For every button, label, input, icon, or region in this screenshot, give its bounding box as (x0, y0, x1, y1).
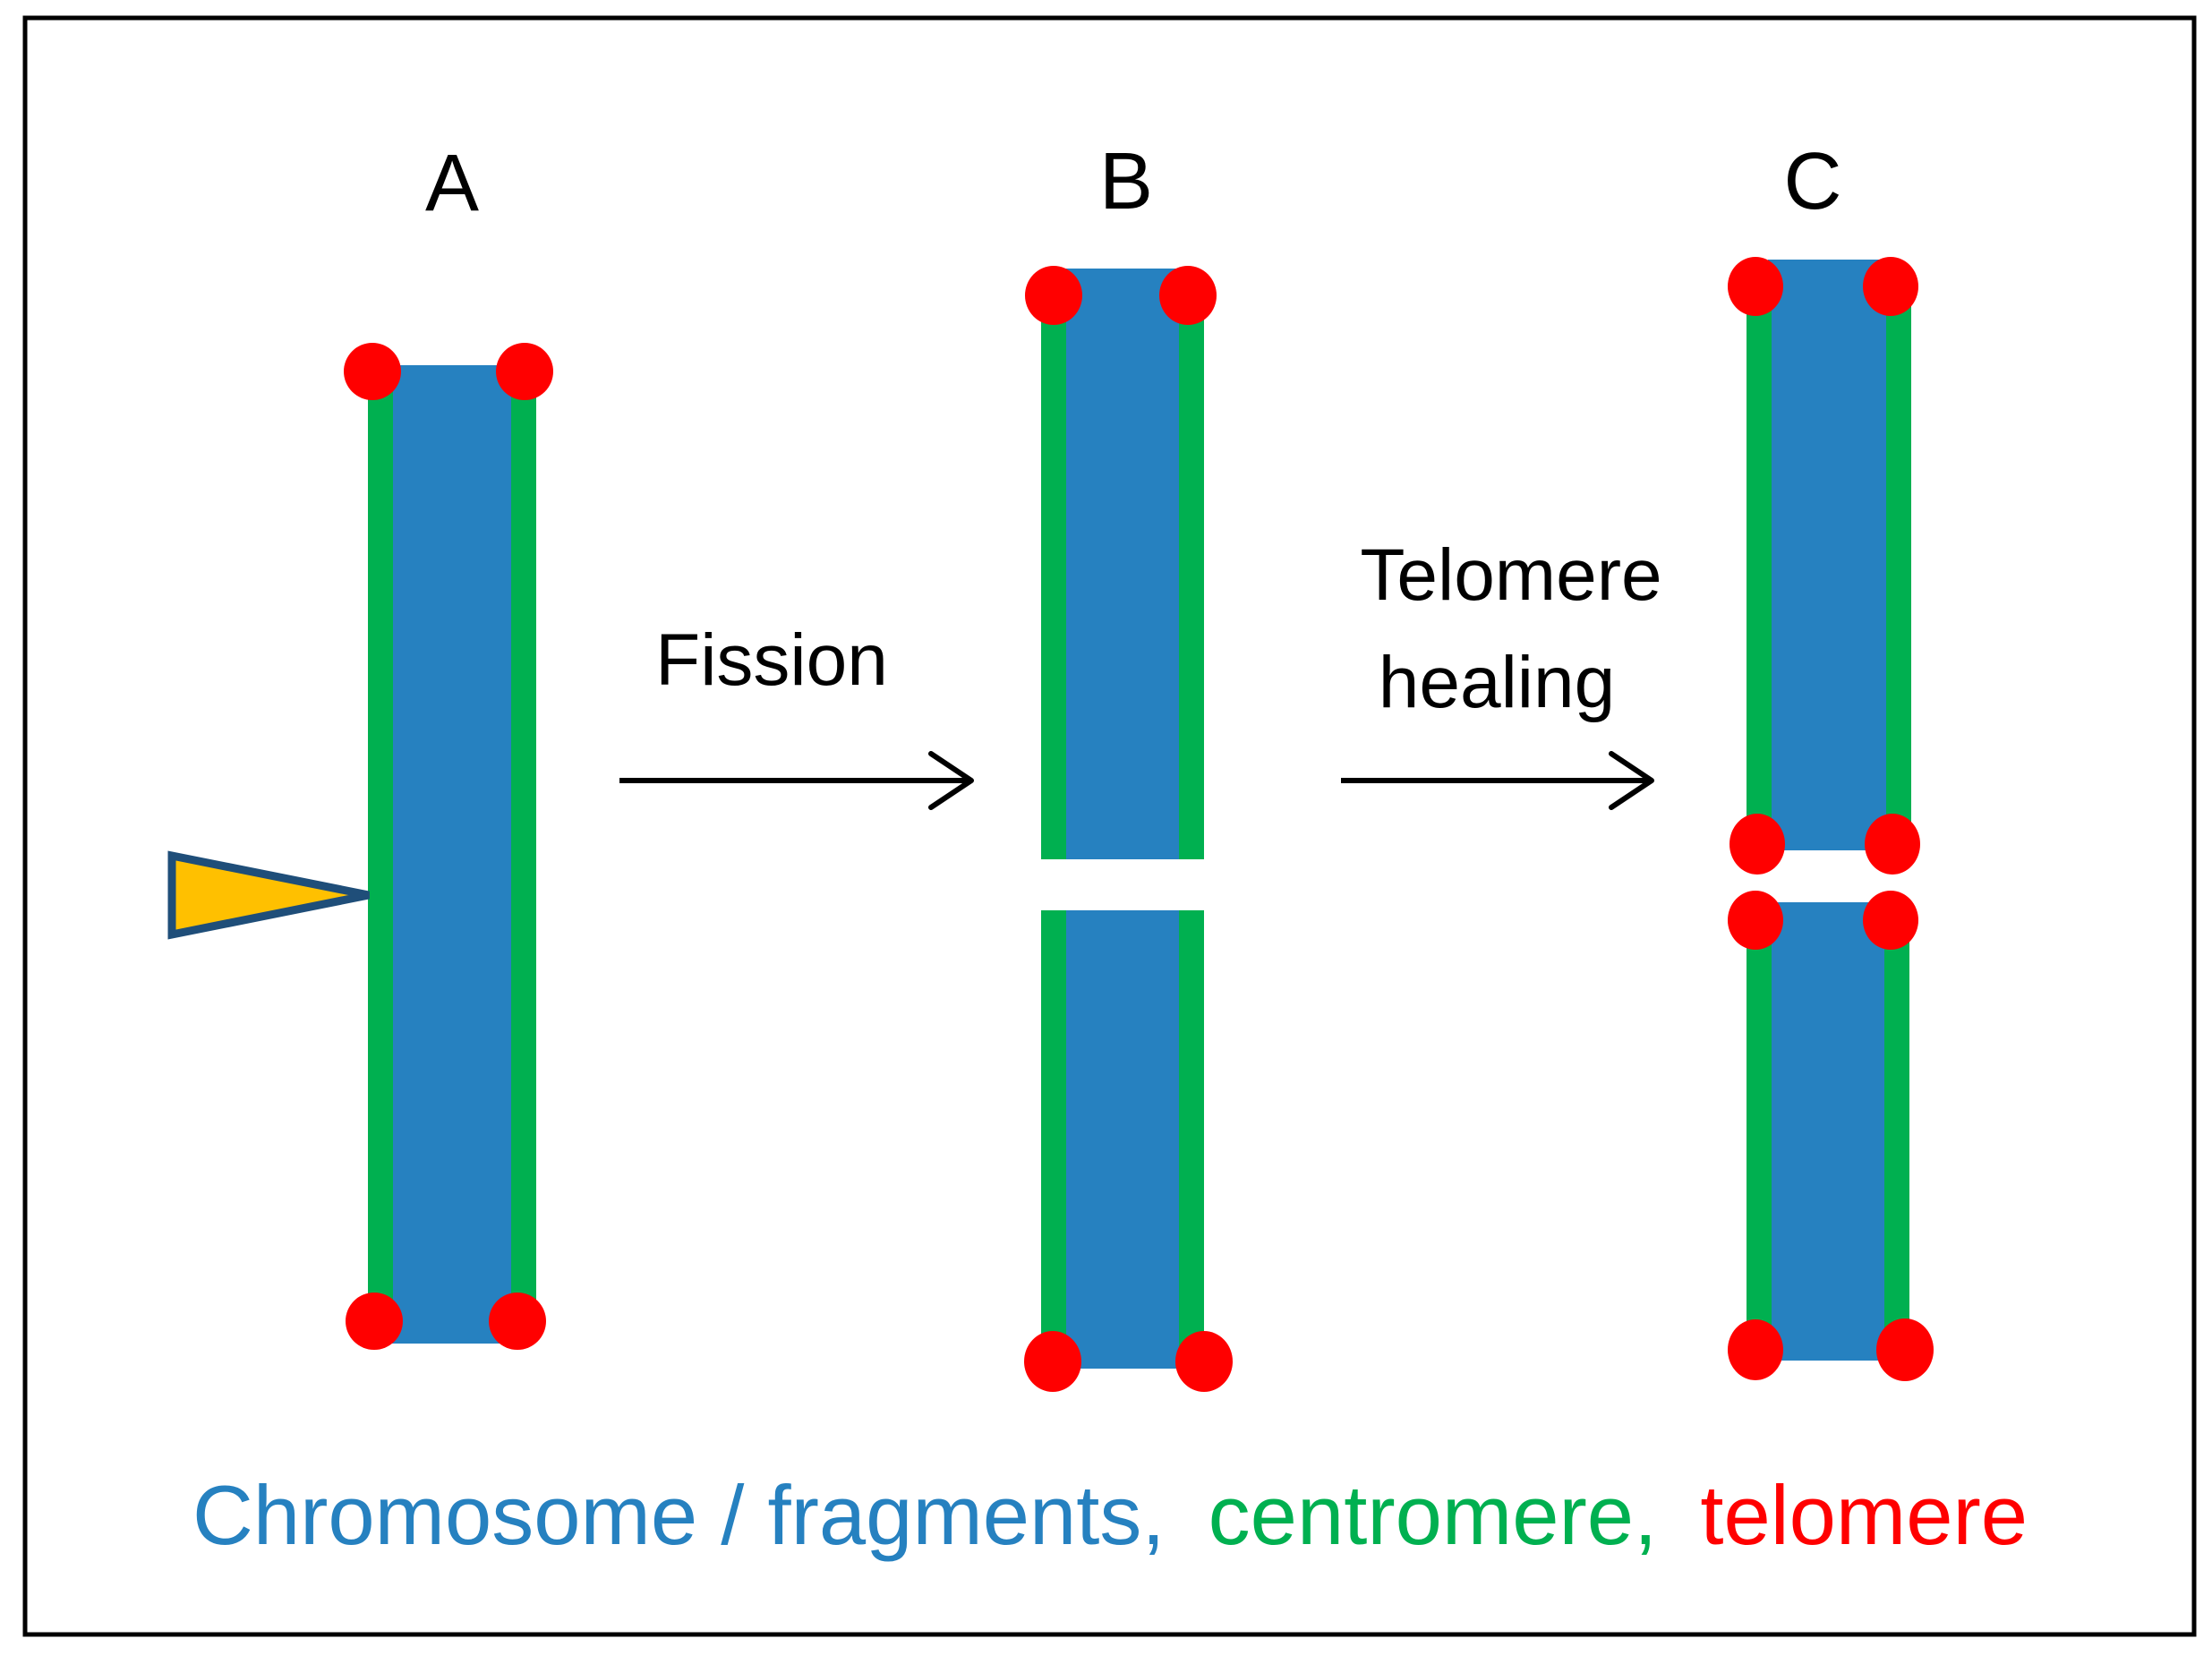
chromosome-c-upper-centromere-right (1886, 282, 1911, 828)
telomere-dot-icon (1159, 266, 1217, 325)
telomere-dot-icon (1728, 257, 1783, 316)
healing-arrow: Telomere healing (1341, 534, 1662, 810)
chromosome-a-centromere-right (511, 380, 536, 1322)
telomere-dot-icon (496, 343, 553, 400)
fission-arrow-head (928, 751, 974, 810)
telomere-dot-icon (1728, 1319, 1783, 1380)
chromosome-c (1728, 257, 1934, 1381)
diagram-frame (22, 15, 2197, 1637)
chromosome-b (1024, 266, 1233, 1392)
fission-label: Fission (655, 619, 888, 701)
legend: Chromosome / fragments, centromere, telo… (192, 1468, 2028, 1562)
chromosome-a (344, 343, 553, 1350)
legend-telomere: telomere (1700, 1468, 2028, 1562)
legend-chromosome: Chromosome / fragments, (192, 1468, 1166, 1562)
telomere-dot-icon (1876, 1318, 1934, 1381)
telomere-dot-icon (344, 343, 401, 400)
chromosome-a-centromere-left (368, 380, 393, 1322)
chromosome-c-lower-centromere-right (1884, 926, 1909, 1338)
telomere-dot-icon (346, 1293, 403, 1350)
chromosome-b-upper-body (1059, 269, 1198, 859)
chromosome-b-lower-body (1059, 910, 1198, 1369)
stage-label-a: A (425, 139, 479, 228)
chromosome-a-body (376, 365, 528, 1344)
legend-centromere: centromere, (1208, 1468, 1658, 1562)
healing-label-line-1: Telomere (1360, 534, 1661, 616)
stage-label-c: C (1784, 137, 1842, 226)
chromosome-c-lower-centromere-left (1747, 926, 1772, 1338)
telomere-dot-icon (1728, 891, 1783, 950)
chromosome-b-lower-centromere-right (1179, 910, 1204, 1349)
stage-label-b: B (1099, 137, 1153, 226)
healing-label-line-2: healing (1379, 642, 1615, 723)
chromosome-c-upper-body (1768, 260, 1893, 850)
healing-arrow-head (1609, 751, 1654, 810)
telomere-dot-icon (1025, 266, 1082, 325)
telomere-dot-icon (1865, 814, 1920, 875)
telomere-dot-icon (1863, 891, 1918, 950)
telomere-dot-icon (1729, 814, 1785, 875)
telomere-dot-icon (1863, 257, 1918, 316)
chromosome-c-upper-centromere-left (1747, 282, 1772, 828)
chromosome-c-lower-body (1768, 902, 1893, 1361)
telomere-dot-icon (1024, 1331, 1081, 1392)
telomere-dot-icon (489, 1293, 546, 1350)
triangle-marker-icon (167, 850, 370, 940)
chromosome-b-upper-centromere-left (1041, 285, 1066, 859)
chromosome-b-lower-centromere-left (1041, 910, 1066, 1349)
telomere-dot-icon (1175, 1331, 1233, 1392)
fission-arrow: Fission (619, 619, 974, 810)
chromosome-b-upper-centromere-right (1179, 285, 1204, 859)
